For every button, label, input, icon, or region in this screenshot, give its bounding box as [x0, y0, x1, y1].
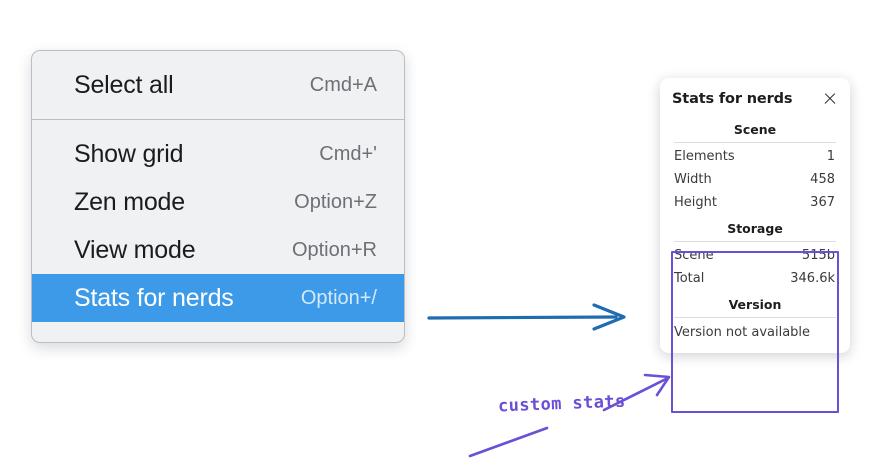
- table-row: Width 458: [671, 168, 839, 191]
- stat-value: 367: [810, 195, 835, 210]
- menu-group-1: Select all Cmd+A: [32, 61, 404, 109]
- table-row: Scene 515b: [671, 244, 839, 267]
- table-row: Total 346.6k: [671, 267, 839, 290]
- menu-item-show-grid[interactable]: Show grid Cmd+': [32, 130, 404, 178]
- menu-item-shortcut: Option+/: [300, 286, 377, 309]
- purple-underline-stroke: [468, 426, 549, 458]
- version-value: Version not available: [674, 325, 811, 340]
- menu-item-stats-for-nerds[interactable]: Stats for nerds Option+/: [32, 274, 404, 322]
- menu-item-label: Zen mode: [74, 187, 185, 216]
- section-version: Version Version not available: [671, 290, 839, 344]
- panel-header: Stats for nerds: [671, 88, 839, 115]
- section-rule: [674, 142, 836, 143]
- section-storage: Storage Scene 515b Total 346.6k: [671, 214, 839, 290]
- custom-stats-annotation-label: custom stats: [497, 391, 626, 417]
- blue-flow-arrow: [427, 303, 626, 331]
- menu-item-select-all[interactable]: Select all Cmd+A: [32, 61, 404, 109]
- close-icon[interactable]: [822, 91, 838, 107]
- menu-item-label: Stats for nerds: [74, 283, 234, 312]
- menu-item-label: Select all: [74, 70, 174, 99]
- menu-divider: [32, 119, 404, 120]
- stats-for-nerds-panel[interactable]: Stats for nerds Scene Elements 1 Width 4…: [660, 78, 850, 353]
- section-heading: Storage: [727, 221, 783, 236]
- panel-title: Stats for nerds: [672, 91, 793, 107]
- menu-item-label: View mode: [74, 235, 196, 264]
- stat-value: 458: [810, 172, 835, 187]
- section-rule: [674, 317, 836, 318]
- menu-item-view-mode[interactable]: View mode Option+R: [32, 226, 404, 274]
- menu-item-label: Show grid: [74, 139, 184, 168]
- stat-key: Scene: [674, 248, 714, 263]
- section-heading: Version: [728, 297, 782, 312]
- menu-item-shortcut: Cmd+': [319, 142, 377, 165]
- table-row: Height 367: [671, 191, 839, 214]
- table-row: Elements 1: [671, 145, 839, 168]
- section-heading: Scene: [733, 122, 777, 137]
- menu-group-2: Show grid Cmd+' Zen mode Option+Z View m…: [32, 130, 404, 322]
- menu-item-zen-mode[interactable]: Zen mode Option+Z: [32, 178, 404, 226]
- stat-value: 346.6k: [790, 271, 835, 286]
- stat-key: Width: [674, 172, 712, 187]
- stat-key: Height: [674, 195, 717, 210]
- context-menu[interactable]: Select all Cmd+A Show grid Cmd+' Zen mod…: [31, 50, 405, 343]
- section-rule: [674, 241, 836, 242]
- section-scene: Scene Elements 1 Width 458 Height 367: [671, 115, 839, 214]
- stat-value: 515b: [801, 248, 835, 263]
- menu-item-shortcut: Option+Z: [294, 190, 377, 213]
- stat-value: 1: [826, 149, 835, 164]
- stat-key: Total: [674, 271, 705, 286]
- menu-item-shortcut: Cmd+A: [309, 73, 377, 96]
- menu-item-shortcut: Option+R: [291, 238, 377, 261]
- stat-key: Elements: [674, 149, 735, 164]
